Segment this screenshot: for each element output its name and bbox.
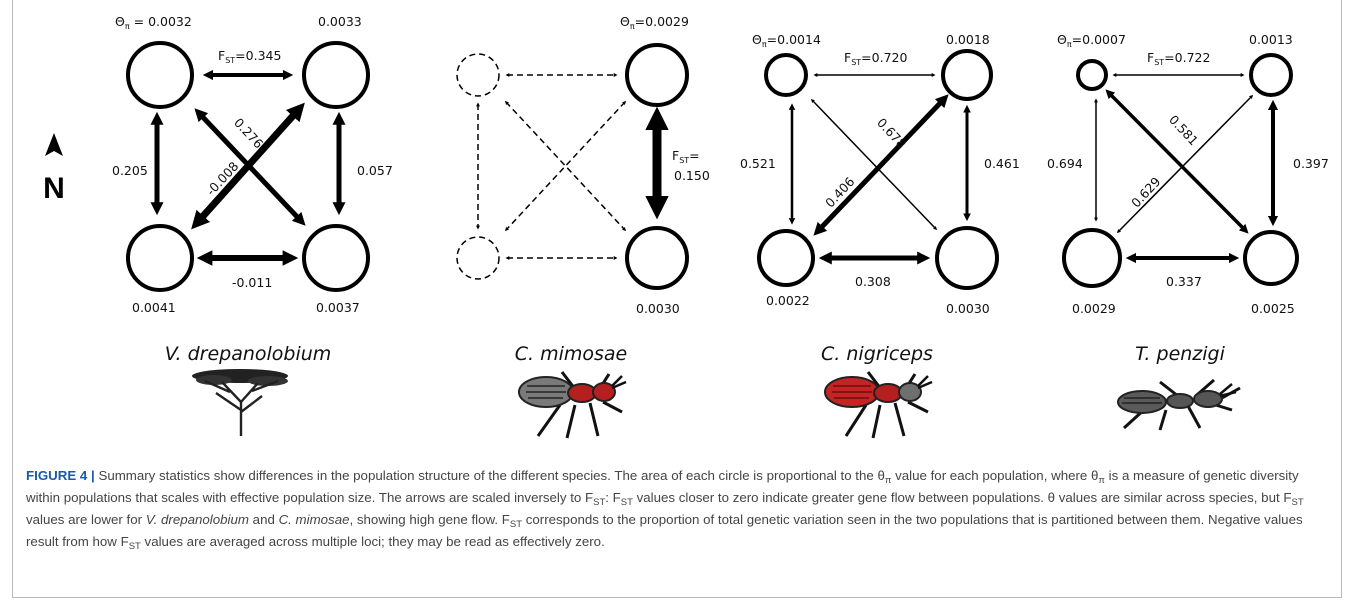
theta-value-se: 0.0030: [946, 301, 990, 316]
theta-value-se: 0.0025: [1251, 301, 1295, 316]
population-circle-sw: [1062, 228, 1122, 288]
gene-flow-arrow-diag-nw-se: [810, 98, 938, 231]
population-circle-nw: [126, 41, 194, 109]
theta-label-nw: Θπ=0.0014: [752, 32, 821, 49]
fst-label-top: FST=0.345: [218, 48, 281, 65]
panel-c-mimosae: Θπ=0.0029 0.0030 FST= 0.150 C. mimosae: [456, 14, 710, 439]
theta-value-se: 0.0030: [636, 301, 680, 316]
fst-value-diag-nw-se: 0.276: [231, 115, 266, 151]
gene-flow-arrow-diag-nw-se: [504, 100, 627, 232]
fst-value-right: 0.397: [1293, 156, 1329, 171]
fst-value-bottom: -0.011: [232, 275, 272, 290]
fst-label-right: FST=: [672, 148, 700, 165]
fst-label-top: FST=0.720: [844, 50, 907, 67]
fst-value-diag-nw-se: 0.678: [874, 115, 909, 151]
species-name: T. penzigi: [1135, 343, 1226, 365]
red-black-ant-icon: [518, 371, 627, 439]
population-circle-se: [302, 224, 370, 292]
gene-flow-arrow-diag-ne-sw: [813, 94, 949, 236]
figure-diagram: N Θπ = 0.0032 0.0033 0.0041 0.0037 FST=0…: [43, 14, 1329, 439]
fst-value-bottom: 0.337: [1166, 274, 1202, 289]
population-circle-se: [935, 226, 999, 290]
theta-value-ne: 0.0018: [946, 32, 990, 47]
population-circle-nw: [764, 53, 808, 97]
panel-t-penzigi: Θπ=0.0007 0.0013 0.0029 0.0025 FST=0.722…: [1047, 32, 1329, 431]
fst-value-left: 0.205: [112, 163, 148, 178]
theta-label-nw: Θπ=0.0007: [1057, 32, 1126, 49]
fst-value-left: 0.521: [740, 156, 776, 171]
red-ant-icon: [824, 371, 933, 439]
theta-value-sw: 0.0041: [132, 300, 176, 315]
panel-v-drepanolobium: Θπ = 0.0032 0.0033 0.0041 0.0037 FST=0.3…: [112, 14, 393, 436]
gene-flow-arrow-diag-ne-sw: [191, 102, 305, 230]
population-circle-ne: [302, 41, 370, 109]
population-circle-ne: [1249, 53, 1293, 97]
population-circle-se: [625, 226, 689, 290]
population-circle-sw: [757, 229, 815, 287]
fst-value-diag-nw-se: 0.581: [1166, 112, 1201, 148]
dark-ant-icon: [1117, 378, 1241, 431]
population-circle-nw-dashed: [456, 53, 500, 97]
fst-value-right: 0.461: [984, 156, 1020, 171]
species-name: C. mimosae: [515, 343, 628, 365]
panel-c-nigriceps: Θπ=0.0014 0.0018 0.0022 0.0030 FST=0.720…: [740, 32, 1020, 439]
acacia-tree-icon: [192, 369, 288, 436]
north-arrow-icon: N: [43, 133, 65, 205]
population-circle-se: [1243, 230, 1299, 286]
theta-value-ne: 0.0033: [318, 14, 362, 29]
theta-value-sw: 0.0029: [1072, 301, 1116, 316]
population-circle-ne: [625, 43, 689, 107]
theta-label-nw: Θπ = 0.0032: [115, 14, 192, 31]
population-circle-sw: [126, 224, 194, 292]
figure-label: FIGURE 4 |: [26, 468, 95, 483]
species-name: V. drepanolobium: [165, 343, 332, 365]
population-circle-ne: [941, 49, 993, 101]
theta-label-ne: Θπ=0.0029: [620, 14, 689, 31]
fst-label-top: FST=0.722: [1147, 50, 1210, 67]
fst-value-left: 0.694: [1047, 156, 1083, 171]
population-circle-sw-dashed: [456, 236, 500, 280]
theta-value-se: 0.0037: [316, 300, 360, 315]
gene-flow-arrow-diag-ne-sw: [1116, 94, 1254, 234]
fst-value-right: 0.150: [674, 168, 710, 183]
fst-value-bottom: 0.308: [855, 274, 891, 289]
theta-value-ne: 0.0013: [1249, 32, 1293, 47]
fst-value-right: 0.057: [357, 163, 393, 178]
theta-value-sw: 0.0022: [766, 293, 810, 308]
gene-flow-arrow-diag-ne-sw: [504, 100, 627, 232]
compass-label: N: [43, 172, 65, 205]
figure-frame: [12, 0, 1342, 598]
species-name: C. nigriceps: [821, 343, 933, 365]
figure-caption: FIGURE 4 | Summary statistics show diffe…: [26, 468, 1304, 552]
population-circle-nw: [1076, 59, 1108, 91]
